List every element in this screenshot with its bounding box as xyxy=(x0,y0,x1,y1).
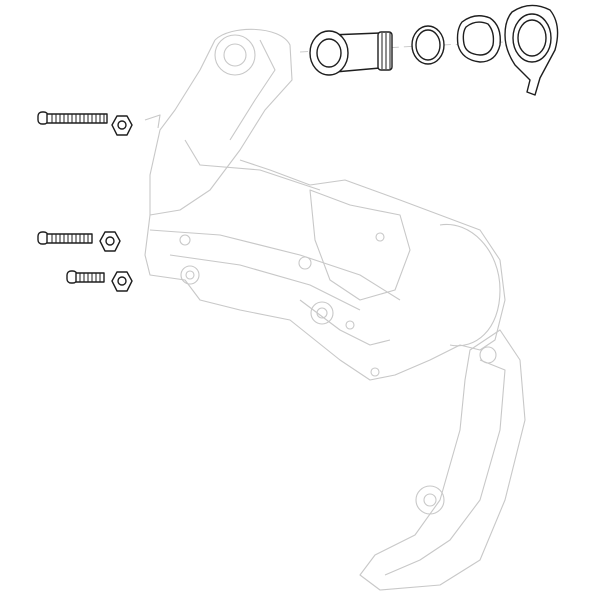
spring xyxy=(504,4,559,96)
medium-bolt xyxy=(37,231,93,245)
nut-2 xyxy=(99,231,121,252)
bushing-clip xyxy=(456,15,501,63)
pivot-axle xyxy=(309,30,393,76)
nut-1 xyxy=(111,115,133,136)
derailleur-body xyxy=(144,28,526,591)
nut-3 xyxy=(111,271,133,292)
short-bolt xyxy=(66,270,105,284)
long-bolt xyxy=(37,111,108,125)
o-ring xyxy=(411,25,445,65)
